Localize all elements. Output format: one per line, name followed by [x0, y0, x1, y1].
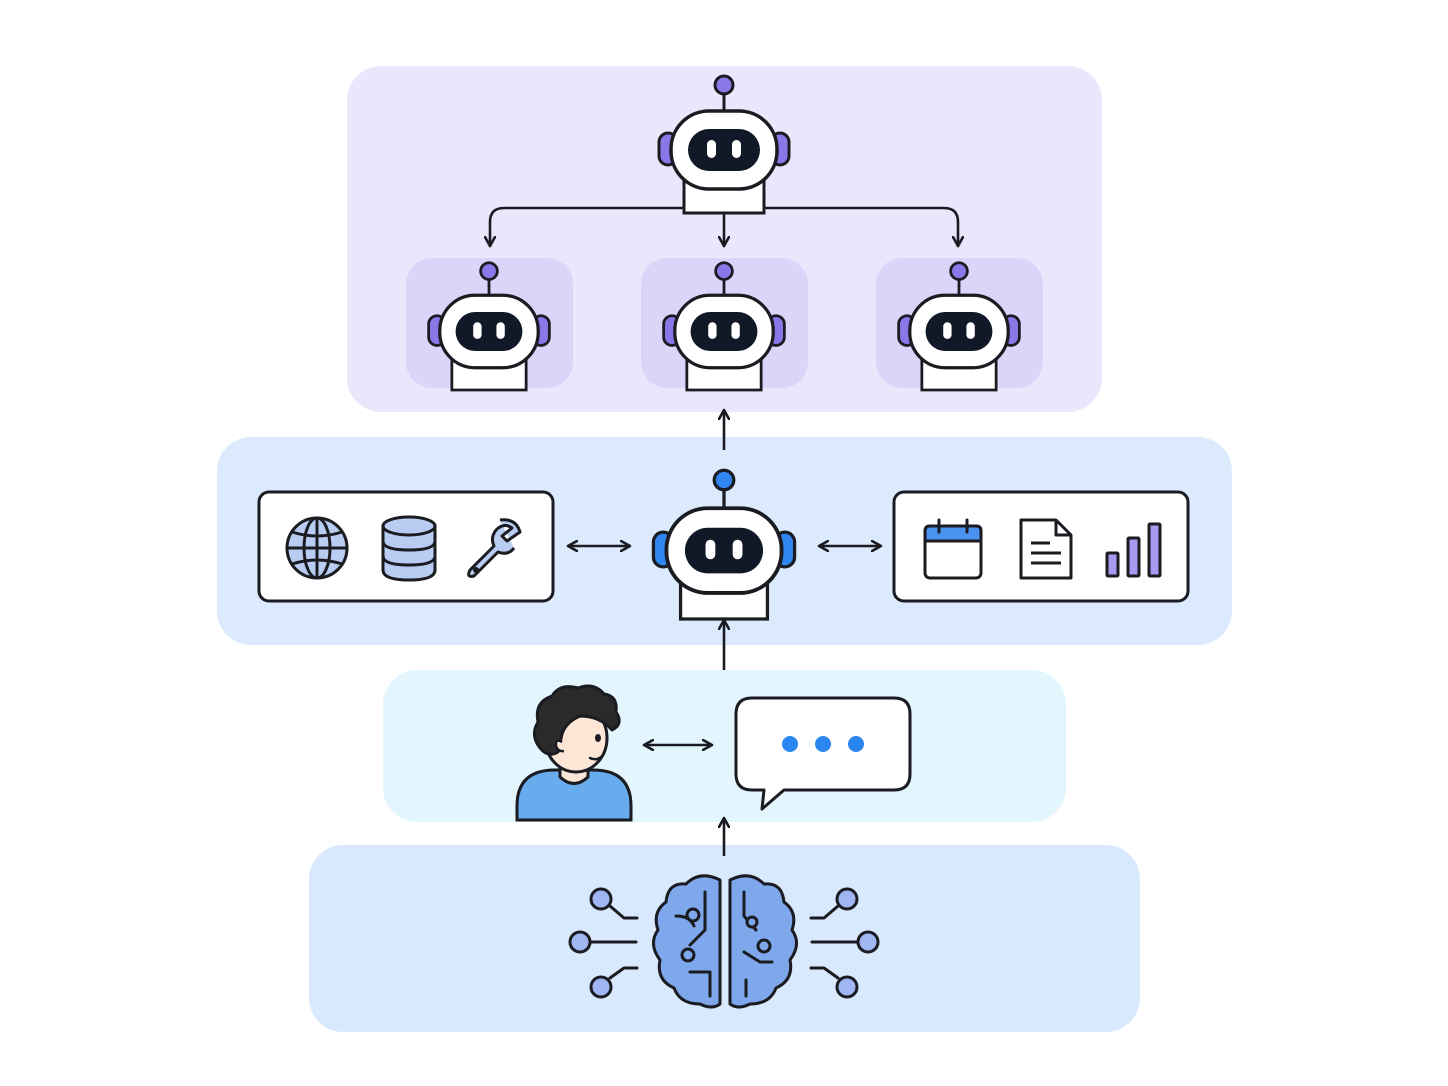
orchestrator-robot-icon — [657, 74, 791, 215]
user-person-icon — [515, 684, 633, 822]
typing-dot — [782, 736, 798, 752]
chat-bubble-icon — [734, 696, 912, 811]
calendar-icon — [923, 518, 983, 580]
outputs-panel — [892, 490, 1190, 603]
typing-dot — [815, 736, 831, 752]
wrench-icon — [467, 518, 522, 578]
globe-icon — [285, 516, 349, 580]
database-icon — [381, 515, 437, 582]
brain-circuit-icon — [568, 874, 880, 1009]
typing-dot — [848, 736, 864, 752]
agent-robot-icon — [651, 468, 797, 621]
tools-panel — [257, 490, 555, 603]
model-layer-panel — [309, 845, 1140, 1032]
document-icon — [1019, 518, 1073, 580]
bar-chart-icon — [1105, 522, 1162, 578]
interaction-layer-panel — [383, 670, 1066, 822]
